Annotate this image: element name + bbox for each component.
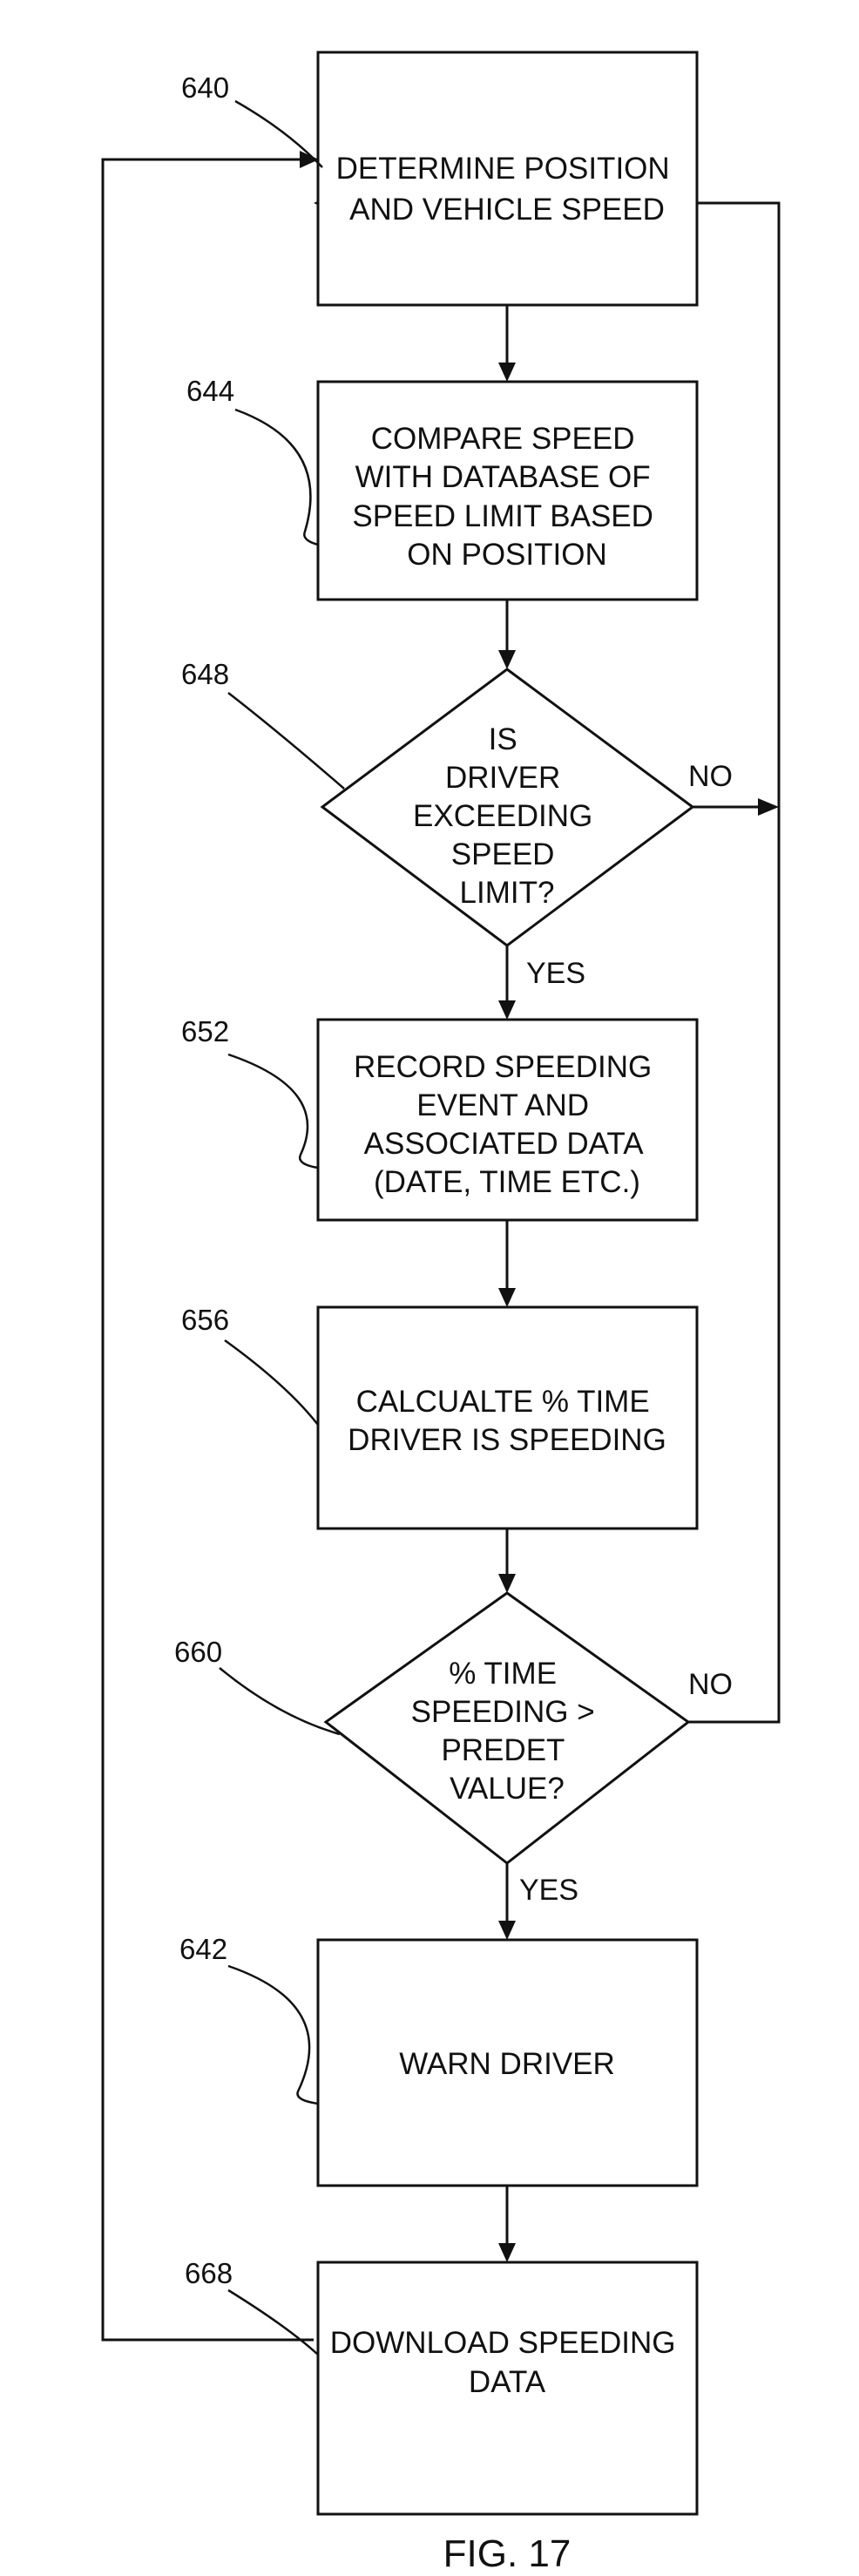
branch-label-threshold-no: NO [688, 1668, 733, 1701]
exceeding-line-2: DRIVER [445, 761, 560, 795]
figure-label: FIG. 17 [443, 2532, 572, 2575]
reference-656: 656 [181, 1304, 318, 1425]
reference-652: 652 [181, 1015, 318, 1168]
determine-line-2: AND VEHICLE SPEED [349, 193, 665, 227]
exceeding-line-1: IS [489, 722, 517, 756]
reference-644-label: 644 [186, 375, 234, 407]
reference-642-label: 642 [179, 1933, 227, 1965]
record-line-1: RECORD SPEEDING [354, 1050, 652, 1084]
branch-label-exceeding-yes: YES [526, 957, 585, 990]
reference-642: 642 [179, 1933, 318, 2104]
reference-640-label: 640 [181, 71, 229, 104]
reference-668-label: 668 [185, 2257, 233, 2289]
threshold-line-3: PREDET [441, 1733, 565, 1767]
reference-660-label: 660 [174, 1636, 222, 1668]
record-line-3: ASSOCIATED DATA [364, 1127, 645, 1161]
warn-text: WARN DRIVER [399, 2047, 615, 2081]
calculate-line-1: CALCUALTE % TIME [356, 1385, 650, 1419]
compare-line-3: SPEED LIMIT BASED [352, 499, 653, 533]
connector-record-to-calculate [498, 1220, 516, 1307]
connector-calculate-to-threshold [498, 1529, 516, 1593]
reference-652-label: 652 [181, 1015, 229, 1047]
threshold-line-2: SPEEDING > [411, 1695, 595, 1729]
connector-warn-to-download [498, 2186, 516, 2262]
calculate-line-2: DRIVER IS SPEEDING [348, 1423, 666, 1457]
download-line-2: DATA [469, 2365, 546, 2399]
warn-line-1: WARN DRIVER [399, 2047, 615, 2081]
reference-644: 644 [186, 375, 318, 545]
branch-label-exceeding-no: NO [688, 760, 733, 793]
download-line-1: DOWNLOAD SPEEDING [330, 2326, 676, 2360]
connector-exceeding-no [693, 798, 779, 816]
connector-download-return [103, 151, 319, 2340]
record-line-2: EVENT AND [416, 1088, 589, 1122]
compare-line-4: ON POSITION [407, 538, 606, 572]
determine-line-1: DETERMINE POSITION [336, 152, 670, 186]
compare-line-1: COMPARE SPEED [371, 422, 635, 456]
connector-determine-to-compare [498, 305, 516, 382]
compare-line-2: WITH DATABASE OF [355, 460, 651, 494]
exceeding-line-3: EXCEEDING [413, 799, 592, 833]
exceeding-line-5: LIMIT? [460, 876, 555, 910]
threshold-line-4: VALUE? [450, 1772, 565, 1806]
threshold-line-1: % TIME [449, 1657, 557, 1691]
reference-648: 648 [181, 658, 344, 789]
reference-660: 660 [174, 1636, 340, 1734]
connector-exceeding-yes-to-record [498, 946, 516, 1020]
connector-compare-to-exceeding [498, 600, 516, 669]
record-line-4: (DATE, TIME ETC.) [374, 1165, 640, 1199]
connector-threshold-yes-to-warn [498, 1863, 516, 1940]
reference-648-label: 648 [181, 658, 229, 690]
reference-656-label: 656 [181, 1304, 229, 1336]
branch-label-threshold-yes: YES [519, 1874, 578, 1907]
exceeding-line-4: SPEED [451, 837, 555, 871]
